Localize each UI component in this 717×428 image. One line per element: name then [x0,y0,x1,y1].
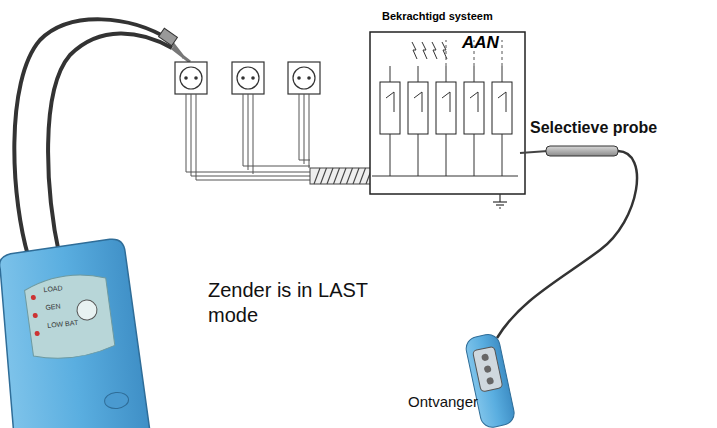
mode-note: Zender is in LAST mode [208,278,368,328]
led [34,331,39,336]
feed-line [502,40,503,66]
feed-line [446,40,447,66]
probe-body [546,146,618,156]
breakers [380,40,512,176]
breaker [436,82,456,134]
breaker [492,82,512,134]
breaker [408,82,428,134]
breaker-wire [470,66,478,176]
test-lead [14,19,170,262]
socket-holes [184,76,311,80]
breaker-wire [498,66,506,176]
led [486,377,494,385]
control-panel [24,272,116,362]
outlet-socket [237,67,259,89]
receiver-body [464,332,516,428]
twist-stroke [334,168,340,184]
probe-tip [520,151,548,153]
cable-bundle [310,168,372,184]
indicator-label: LOAD [43,284,63,293]
twist-stroke [347,168,353,184]
outlet [288,62,320,94]
twist-stroke [340,168,346,184]
transmitter-body [0,237,150,428]
test-lead [48,33,172,258]
voltage-symbols [412,42,447,59]
outlet-socket [180,67,202,89]
cable-twist [314,168,372,184]
receiver [464,332,516,428]
transmitter [0,237,150,428]
indicator-label: GEN [45,303,61,312]
led [481,353,489,361]
breaker [464,82,484,134]
ground-symbol [493,194,507,208]
outlet [232,62,264,94]
led [31,295,36,300]
receiver-label: Ontvanger [408,393,478,412]
twist-stroke [314,168,320,184]
plug [159,28,178,45]
led [33,313,38,318]
breaker-wire [414,66,422,176]
logo [104,391,130,409]
outlet [175,62,207,94]
ground-bar [372,176,518,177]
wiring [186,94,310,180]
twist-stroke [353,168,359,184]
state-label: AAN [462,33,499,53]
probe-cable [497,151,637,338]
outlet-socket [293,67,315,89]
twist-stroke [321,168,327,184]
probe-label: Selectieve probe [530,118,657,138]
twist-stroke [327,168,333,184]
led [484,365,492,373]
panel-title: Bekrachtigd systeem [382,10,493,22]
indicator-label: LOW BAT [47,319,79,329]
receiver-display [473,346,503,392]
breaker-wire [386,66,394,176]
twist-stroke [360,168,366,184]
breaker-wire [442,66,450,176]
button [76,299,98,321]
transmitter-panel: LOAD GEN LOW BAT [33,279,99,345]
outlets [175,62,320,94]
panel-box [370,32,525,194]
panel-node: Bekrachtigd systeemAAN [368,0,528,70]
breaker [380,82,400,134]
